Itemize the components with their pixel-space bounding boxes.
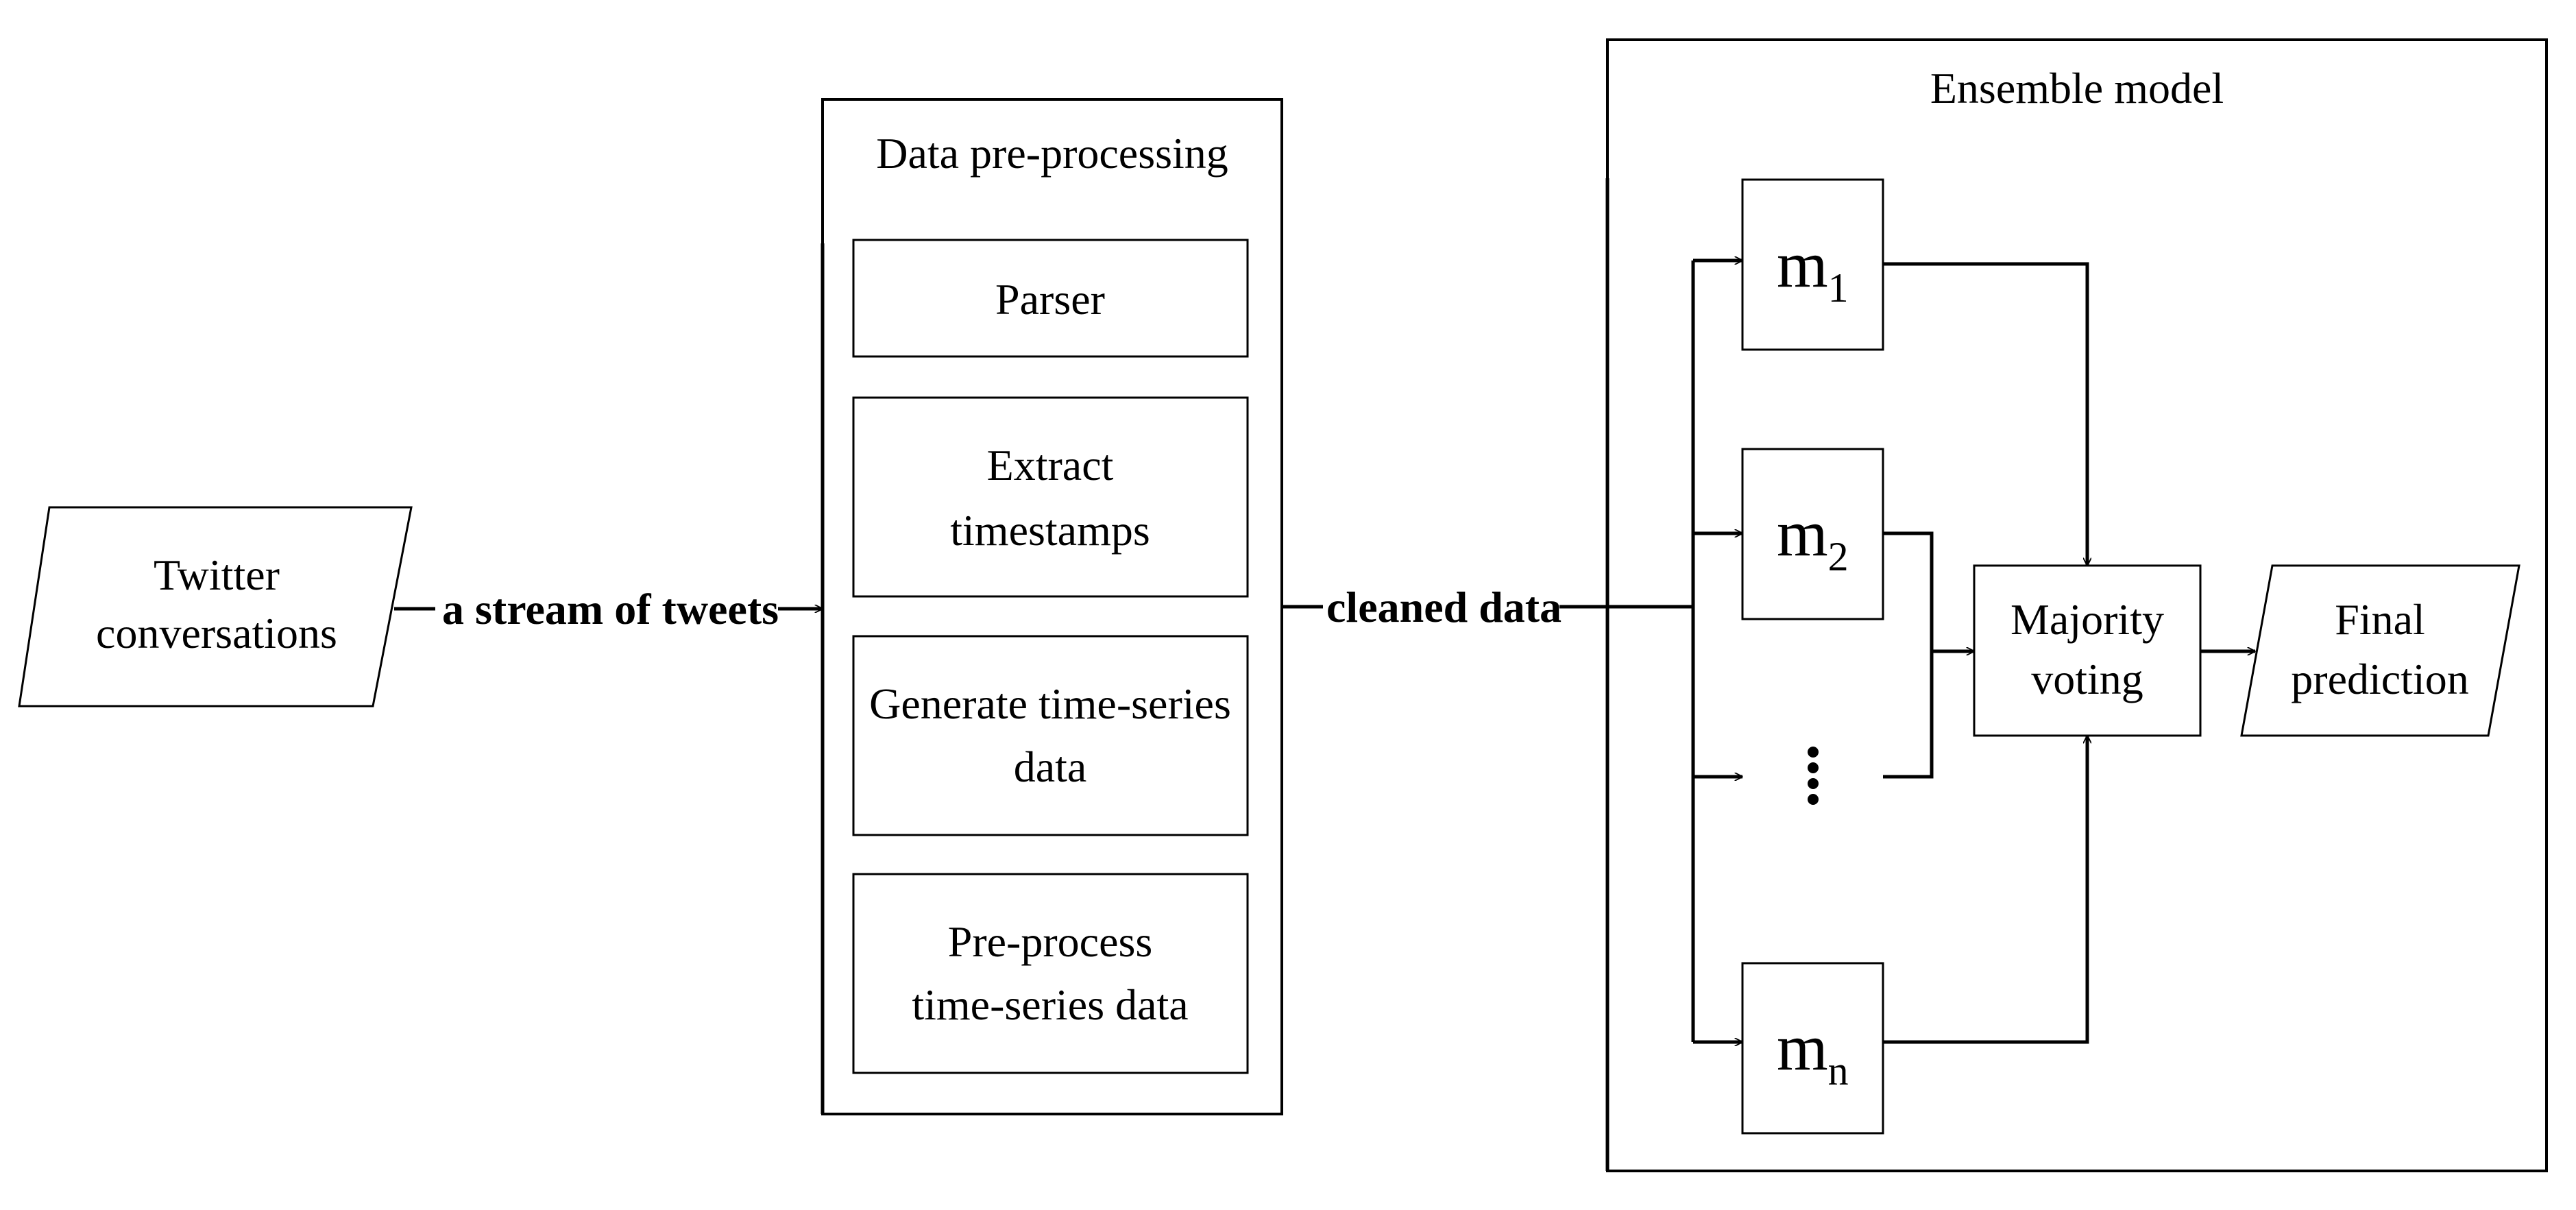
ellipsis-dot xyxy=(1808,778,1819,789)
output-label-line1: Final xyxy=(2335,595,2425,644)
ellipsis-dot xyxy=(1808,747,1819,758)
input-label-line2: conversations xyxy=(96,609,337,657)
ellipsis-dot xyxy=(1808,762,1819,773)
step-generate-label-line1: Generate time-series xyxy=(869,679,1231,728)
step-extract-label-line2: timestamps xyxy=(950,506,1150,555)
step-extract-timestamps: Extract timestamps xyxy=(852,396,1249,598)
majority-voting-line2: voting xyxy=(2031,655,2143,703)
model-m2-subscript: 2 xyxy=(1828,534,1849,579)
model-m2: m2 xyxy=(1741,448,1884,620)
majority-voting-node: Majority voting xyxy=(1973,564,2202,737)
model-m1: m1 xyxy=(1741,178,1884,351)
step-parser: Parser xyxy=(852,239,1249,358)
output-node: Final prediction xyxy=(2240,564,2520,737)
model-m1-subscript: 1 xyxy=(1828,265,1849,311)
m1-to-voting-arrow xyxy=(1883,262,2087,566)
step-generate-time-series: Generate time-series data xyxy=(852,635,1249,836)
step-preprocess-label-line2: time-series data xyxy=(912,980,1188,1029)
output-label-line2: prediction xyxy=(2291,655,2468,703)
step-extract-label-line1: Extract xyxy=(987,441,1114,489)
svg-text:mn: mn xyxy=(1777,1011,1849,1093)
step-parser-label: Parser xyxy=(995,275,1105,324)
step-generate-label-line2: data xyxy=(1014,742,1087,791)
svg-text:m2: m2 xyxy=(1777,496,1849,579)
mn-to-voting-arrow xyxy=(1883,736,2087,1044)
svg-text:m1: m1 xyxy=(1777,228,1849,311)
model-m2-base: m xyxy=(1777,496,1828,570)
model-mn-subscript: n xyxy=(1828,1048,1849,1093)
ellipsis-dot xyxy=(1808,794,1819,805)
stream-edge-label: a stream of tweets xyxy=(442,585,779,633)
preprocessing-title: Data pre-processing xyxy=(876,129,1228,178)
majority-voting-line1: Majority xyxy=(2010,595,2164,644)
m2-ellipsis-merge xyxy=(1883,531,1934,779)
ensemble-title: Ensemble model xyxy=(1930,64,2224,112)
model-mn: mn xyxy=(1741,962,1884,1135)
input-node: Twitter conversations xyxy=(18,506,413,707)
model-ellipsis xyxy=(1808,747,1819,805)
ensemble-container: Ensemble model m1 m2 mn xyxy=(1605,38,2548,1172)
step-preprocess-label-line1: Pre-process xyxy=(948,917,1153,966)
input-label-line1: Twitter xyxy=(154,550,280,599)
model-m1-base: m xyxy=(1777,228,1828,301)
preprocessing-container: Data pre-processing Parser Extract times… xyxy=(821,98,1283,1115)
cleaned-edge-label: cleaned data xyxy=(1326,583,1562,631)
model-mn-base: m xyxy=(1777,1011,1828,1084)
step-preprocess-time-series: Pre-process time-series data xyxy=(852,873,1249,1074)
